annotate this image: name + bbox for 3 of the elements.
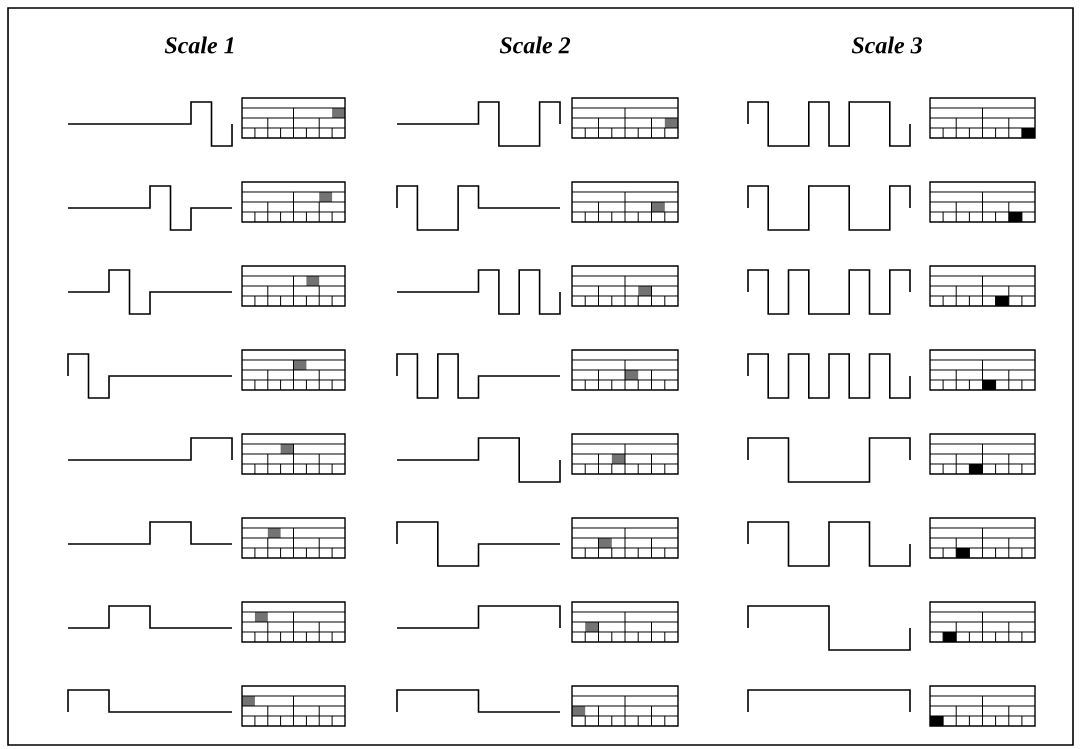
column-heading: Scale 2	[499, 36, 571, 54]
column-heading: Scale 1	[164, 36, 234, 54]
column-heading: Scale 3	[851, 36, 923, 54]
